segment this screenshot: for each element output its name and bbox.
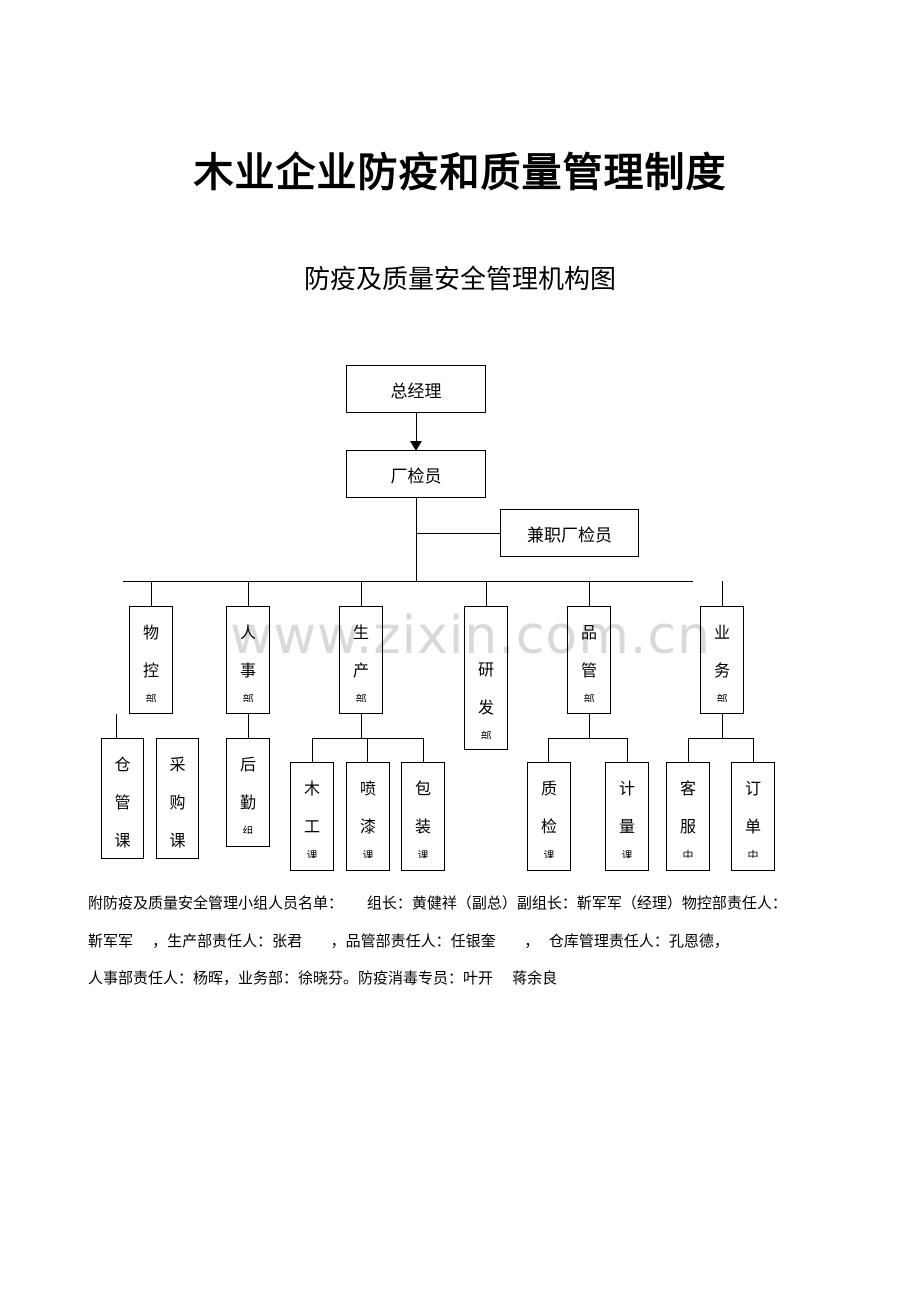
char: 部 [716,693,728,702]
general-manager-box: 总经理 [346,365,486,413]
char: 部 [145,693,157,702]
char: 发 [477,698,494,717]
section-logistics: 后 勤 组 [226,738,270,847]
drop-customer-service [688,738,689,762]
section-metrology: 计 量 课 [605,762,649,871]
department-bus-line [123,581,693,582]
char: 中 [747,849,759,858]
char: 产 [352,661,369,680]
warehouse-connector [116,714,117,738]
char: 服 [679,817,696,836]
drop-painting [367,738,368,762]
char: 人 [239,623,256,642]
section-purchasing: 采 购 课 [156,738,199,859]
business-sub-stem [722,714,723,738]
char: 量 [618,817,635,836]
dept-quality: 品 管 部 [567,606,611,714]
char: 事 [239,661,256,680]
char: 包 [414,779,431,798]
section-customer-service: 客 服 中 [666,762,710,871]
char: 木 [303,779,320,798]
part-time-branch-line [416,533,500,534]
dept-hr: 人 事 部 [226,606,270,714]
member-list-line-3: 人事部责任人：杨晖，业务部：徐晓芬。防疫消毒专员：叶开 蒋余良 [88,969,558,987]
document-title: 木业企业防疫和质量管理制度 [193,150,727,196]
production-sub-stem [361,714,362,738]
drop-inspection [548,738,549,762]
char: 部 [583,693,595,702]
member-list-line-1: 附防疫及质量安全管理小组人员名单： 组长：黄健祥（副总）副组长：靳军军（经理）物… [88,894,787,912]
arrow-down-icon [410,441,422,451]
char: 客 [679,779,696,798]
section-packaging: 包 装 课 [401,762,445,871]
char: 订 [744,779,761,798]
char: 购 [169,793,186,812]
drop-business [722,581,723,606]
quality-sub-bus [548,738,627,739]
drop-woodwork [312,738,313,762]
char: 装 [414,817,431,836]
char: 检 [540,817,557,836]
char: 课 [306,849,318,858]
char: 生 [352,623,369,642]
dept-business: 业 务 部 [700,606,744,714]
char: 部 [355,693,367,702]
char: 业 [713,623,730,642]
char: 务 [713,661,730,680]
inspector-box: 厂检员 [346,450,486,498]
char: 管 [580,661,597,680]
char: 课 [417,849,429,858]
char: 后 [239,755,256,774]
char: 管 [114,793,131,812]
dept-rnd: 研 发 部 [464,606,508,750]
drop-hr [248,581,249,606]
char: 物 [142,623,159,642]
watermark: www.zixin.com.cn [230,606,711,666]
drop-orders [753,738,754,762]
char: 课 [114,831,131,850]
part-time-inspector-box: 兼职厂检员 [500,509,639,557]
section-woodwork: 木 工 课 [290,762,334,871]
drop-quality [589,581,590,606]
char: 课 [362,849,374,858]
char: 漆 [359,817,376,836]
char: 采 [169,755,186,774]
section-inspection: 质 检 课 [527,762,571,871]
drop-rnd [486,581,487,606]
char: 喷 [359,779,376,798]
drop-packaging [423,738,424,762]
char: 课 [543,849,555,858]
char: 工 [303,817,320,836]
char: 勤 [239,793,256,812]
org-chart-title: 防疫及质量安全管理机构图 [303,265,616,295]
char: 中 [682,849,694,858]
char: 计 [618,779,635,798]
char: 单 [744,817,761,836]
hr-sub-connector [248,714,249,738]
business-sub-bus [688,738,753,739]
drop-metrology [627,738,628,762]
char: 质 [540,779,557,798]
dept-production: 生 产 部 [339,606,383,714]
inspector-trunk-line [416,498,417,582]
char: 部 [242,693,254,702]
section-warehouse: 仓 管 课 [101,738,144,859]
section-painting: 喷 漆 课 [346,762,390,871]
char: 仓 [114,755,131,774]
char: 组 [242,825,254,834]
char: 课 [169,831,186,850]
quality-sub-stem [589,714,590,738]
char: 品 [580,623,597,642]
char: 控 [142,661,159,680]
gm-to-inspector-line [416,413,417,443]
section-orders: 订 单 中 [731,762,775,871]
char: 课 [621,849,633,858]
char: 部 [480,730,492,739]
drop-production [361,581,362,606]
drop-material-control [151,581,152,606]
char: 研 [477,660,494,679]
dept-material-control: 物 控 部 [129,606,173,714]
member-list-line-2: 靳军军 ，生产部责任人：张君 ，品管部责任人：任银奎 ， 仓库管理责任人：孔恩德… [88,932,729,950]
